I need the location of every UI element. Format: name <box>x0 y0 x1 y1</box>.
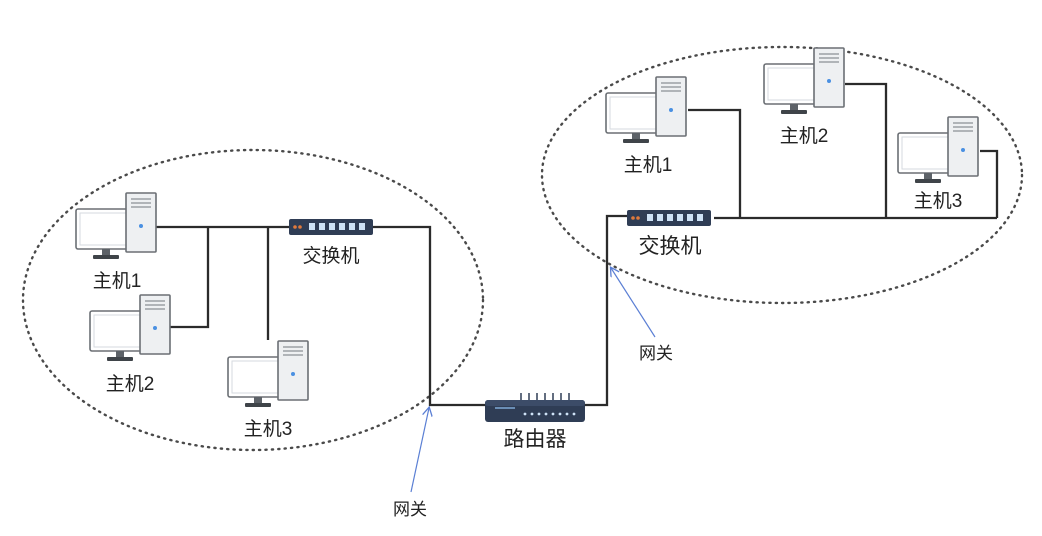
left-host2-computer-icon[interactable] <box>89 294 171 362</box>
right-host2-link <box>845 82 888 218</box>
router-label: 路由器 <box>504 428 567 451</box>
left-host3-label: 主机3 <box>244 418 293 440</box>
router-right-switch-link <box>584 214 630 407</box>
router-icon[interactable] <box>485 393 585 422</box>
left-host1-label: 主机1 <box>93 270 142 292</box>
right-host1-label: 主机1 <box>624 154 673 176</box>
right-switch-icon[interactable] <box>627 210 711 226</box>
right-gateway-label: 网关 <box>639 344 673 363</box>
left-switch-icon[interactable] <box>289 219 373 235</box>
right-gateway-arrow <box>611 268 656 338</box>
right-host3-computer-icon[interactable] <box>897 116 979 184</box>
right-lan-boundary <box>540 45 1024 305</box>
left-host2-link <box>168 227 210 329</box>
left-host1-computer-icon[interactable] <box>75 192 157 260</box>
right-host3-link <box>980 149 999 218</box>
left-switch-router-link <box>372 225 487 407</box>
right-host2-computer-icon[interactable] <box>763 47 845 115</box>
right-host1-link <box>688 108 742 218</box>
right-switch-label: 交换机 <box>639 235 702 258</box>
left-host3-computer-icon[interactable] <box>227 340 309 408</box>
left-lan-boundary <box>21 148 485 452</box>
left-gateway-label: 网关 <box>393 500 427 519</box>
left-gateway-arrow <box>410 408 429 493</box>
right-host3-label: 主机3 <box>914 190 963 212</box>
right-host2-label: 主机2 <box>780 125 829 147</box>
left-switch-label: 交换机 <box>302 245 359 267</box>
left-host2-label: 主机2 <box>106 373 155 395</box>
connection-lines <box>155 82 999 407</box>
right-host1-computer-icon[interactable] <box>605 76 687 144</box>
